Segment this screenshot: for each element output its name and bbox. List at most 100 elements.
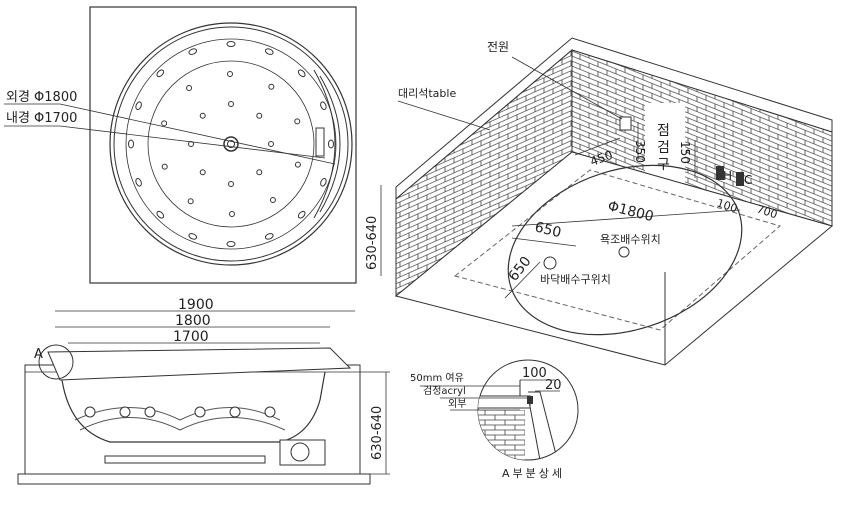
- room-view: 전원 대리석table 점 검 구 450 350 150 H C 100 70…: [394, 37, 834, 366]
- hot-pipe-icon: [716, 166, 724, 180]
- cold-label: C: [744, 173, 752, 187]
- marble-table-label: 대리석table: [398, 87, 456, 100]
- wall-jet: [226, 241, 236, 247]
- jet-nozzle: [161, 163, 168, 170]
- jet-nozzle: [228, 210, 235, 217]
- wall-jet: [297, 210, 306, 219]
- jet-group: [128, 41, 334, 247]
- jet-nozzle: [228, 181, 234, 187]
- side-jets: [84, 406, 276, 418]
- jet-nozzle: [294, 161, 301, 168]
- tub-ellipse: [507, 164, 743, 336]
- inspection-label-1: 점: [657, 123, 670, 139]
- control-panel-arc-inner: [319, 75, 341, 213]
- side-view: 1900 1800 1700 A 630-640: [17, 297, 390, 485]
- jet-nozzle: [161, 120, 168, 127]
- jet-nozzle: [294, 118, 301, 125]
- wall-jet: [128, 139, 134, 149]
- detail-marker-circle: [38, 344, 74, 380]
- dim-1800: 1800: [175, 313, 211, 329]
- hot-label: H: [723, 169, 732, 183]
- side-jet: [194, 406, 206, 418]
- detail-outer-label: 외부: [448, 398, 466, 410]
- tub-rim: [47, 347, 352, 381]
- jet-nozzle: [256, 112, 263, 119]
- side-jet: [119, 406, 131, 418]
- bath-drain: [618, 246, 630, 258]
- floor: [394, 151, 834, 366]
- detail-marker-label: A: [34, 347, 43, 362]
- wall-jet: [156, 69, 165, 78]
- dim-700: 700: [755, 202, 779, 221]
- outer-diameter-line: [59, 103, 336, 165]
- detail-caption: A부분상세: [502, 467, 565, 480]
- jet-nozzle: [268, 83, 275, 90]
- base-frame: [104, 455, 266, 464]
- tub-floor: [147, 60, 315, 228]
- floor-drain: [543, 256, 557, 270]
- dim-1700: 1700: [173, 329, 209, 345]
- dim-350: 350: [633, 140, 647, 163]
- detail-brick: [478, 410, 525, 460]
- detail-dim-100: 100: [522, 366, 547, 381]
- jet-nozzle: [268, 141, 274, 147]
- inner-rim: [113, 26, 349, 262]
- side-jet: [264, 406, 276, 418]
- jet-nozzle: [227, 71, 234, 78]
- wall-jet: [156, 210, 165, 219]
- wall-jet: [264, 233, 274, 240]
- side-jet: [144, 406, 156, 418]
- inner-diameter-label: 내경 Φ1700: [6, 111, 77, 126]
- jet-nozzle: [269, 197, 276, 204]
- wall-jet: [188, 48, 198, 55]
- power-label: 전원: [487, 40, 509, 54]
- control-panel-arc: [313, 69, 336, 219]
- wall-jet: [328, 139, 334, 149]
- jet-nozzle: [186, 84, 193, 91]
- floor-drain-label: 바닥배수구위치: [540, 273, 611, 286]
- inner-diameter-line: [59, 125, 326, 159]
- wall-jet: [297, 69, 306, 78]
- floor-slab: [17, 473, 371, 485]
- detail-a: 100 20 50mm 여유 검정acryl 외부 A부분상세: [410, 359, 579, 480]
- wall-jet: [320, 177, 327, 187]
- jet-nozzle: [187, 198, 194, 205]
- tub-wall: [125, 38, 337, 250]
- wall-jet: [320, 101, 327, 111]
- outer-diameter-label: 외경 Φ1800: [6, 90, 77, 105]
- top-view-height-label: 630-640: [365, 216, 380, 270]
- side-jet: [229, 406, 241, 418]
- jet-nozzle: [228, 101, 234, 107]
- bath-drain-label: 욕조배수위치: [600, 233, 661, 246]
- drain-inner: [227, 140, 235, 148]
- control-box: [315, 127, 325, 157]
- inspection-label-3: 구: [657, 157, 670, 173]
- outer-rim: [109, 22, 353, 266]
- wall-jet: [226, 41, 236, 47]
- dim-150: 150: [678, 141, 692, 164]
- inspection-opening: [645, 103, 685, 183]
- tub-body: [61, 371, 326, 443]
- power-outlet-icon: [619, 116, 632, 131]
- top-view: 외경 Φ1800 내경 Φ1700 630-640: [4, 6, 382, 284]
- cold-pipe-icon: [736, 172, 744, 186]
- wall-jet: [188, 233, 198, 240]
- wall-jet: [264, 48, 274, 55]
- detail-acryl-label: 검정acryl: [423, 385, 466, 397]
- dim-650a: 650: [533, 219, 563, 241]
- inspection-label-2: 검: [657, 140, 670, 156]
- wall-jet: [135, 101, 142, 111]
- tub-footprint: [453, 169, 782, 331]
- detail-gap-label: 50mm 여유: [410, 372, 464, 384]
- jet-nozzle: [199, 112, 206, 119]
- phi-dim-line: [511, 209, 741, 227]
- side-height-label: 630-640: [370, 406, 385, 460]
- dim-1900: 1900: [178, 297, 214, 313]
- pipe-loop: [74, 407, 281, 421]
- jet-nozzle: [199, 169, 206, 176]
- top-view-frame: [89, 6, 357, 284]
- wall-jet: [135, 177, 142, 187]
- detail-dim-20: 20: [545, 378, 562, 393]
- jet-nozzle: [256, 169, 263, 176]
